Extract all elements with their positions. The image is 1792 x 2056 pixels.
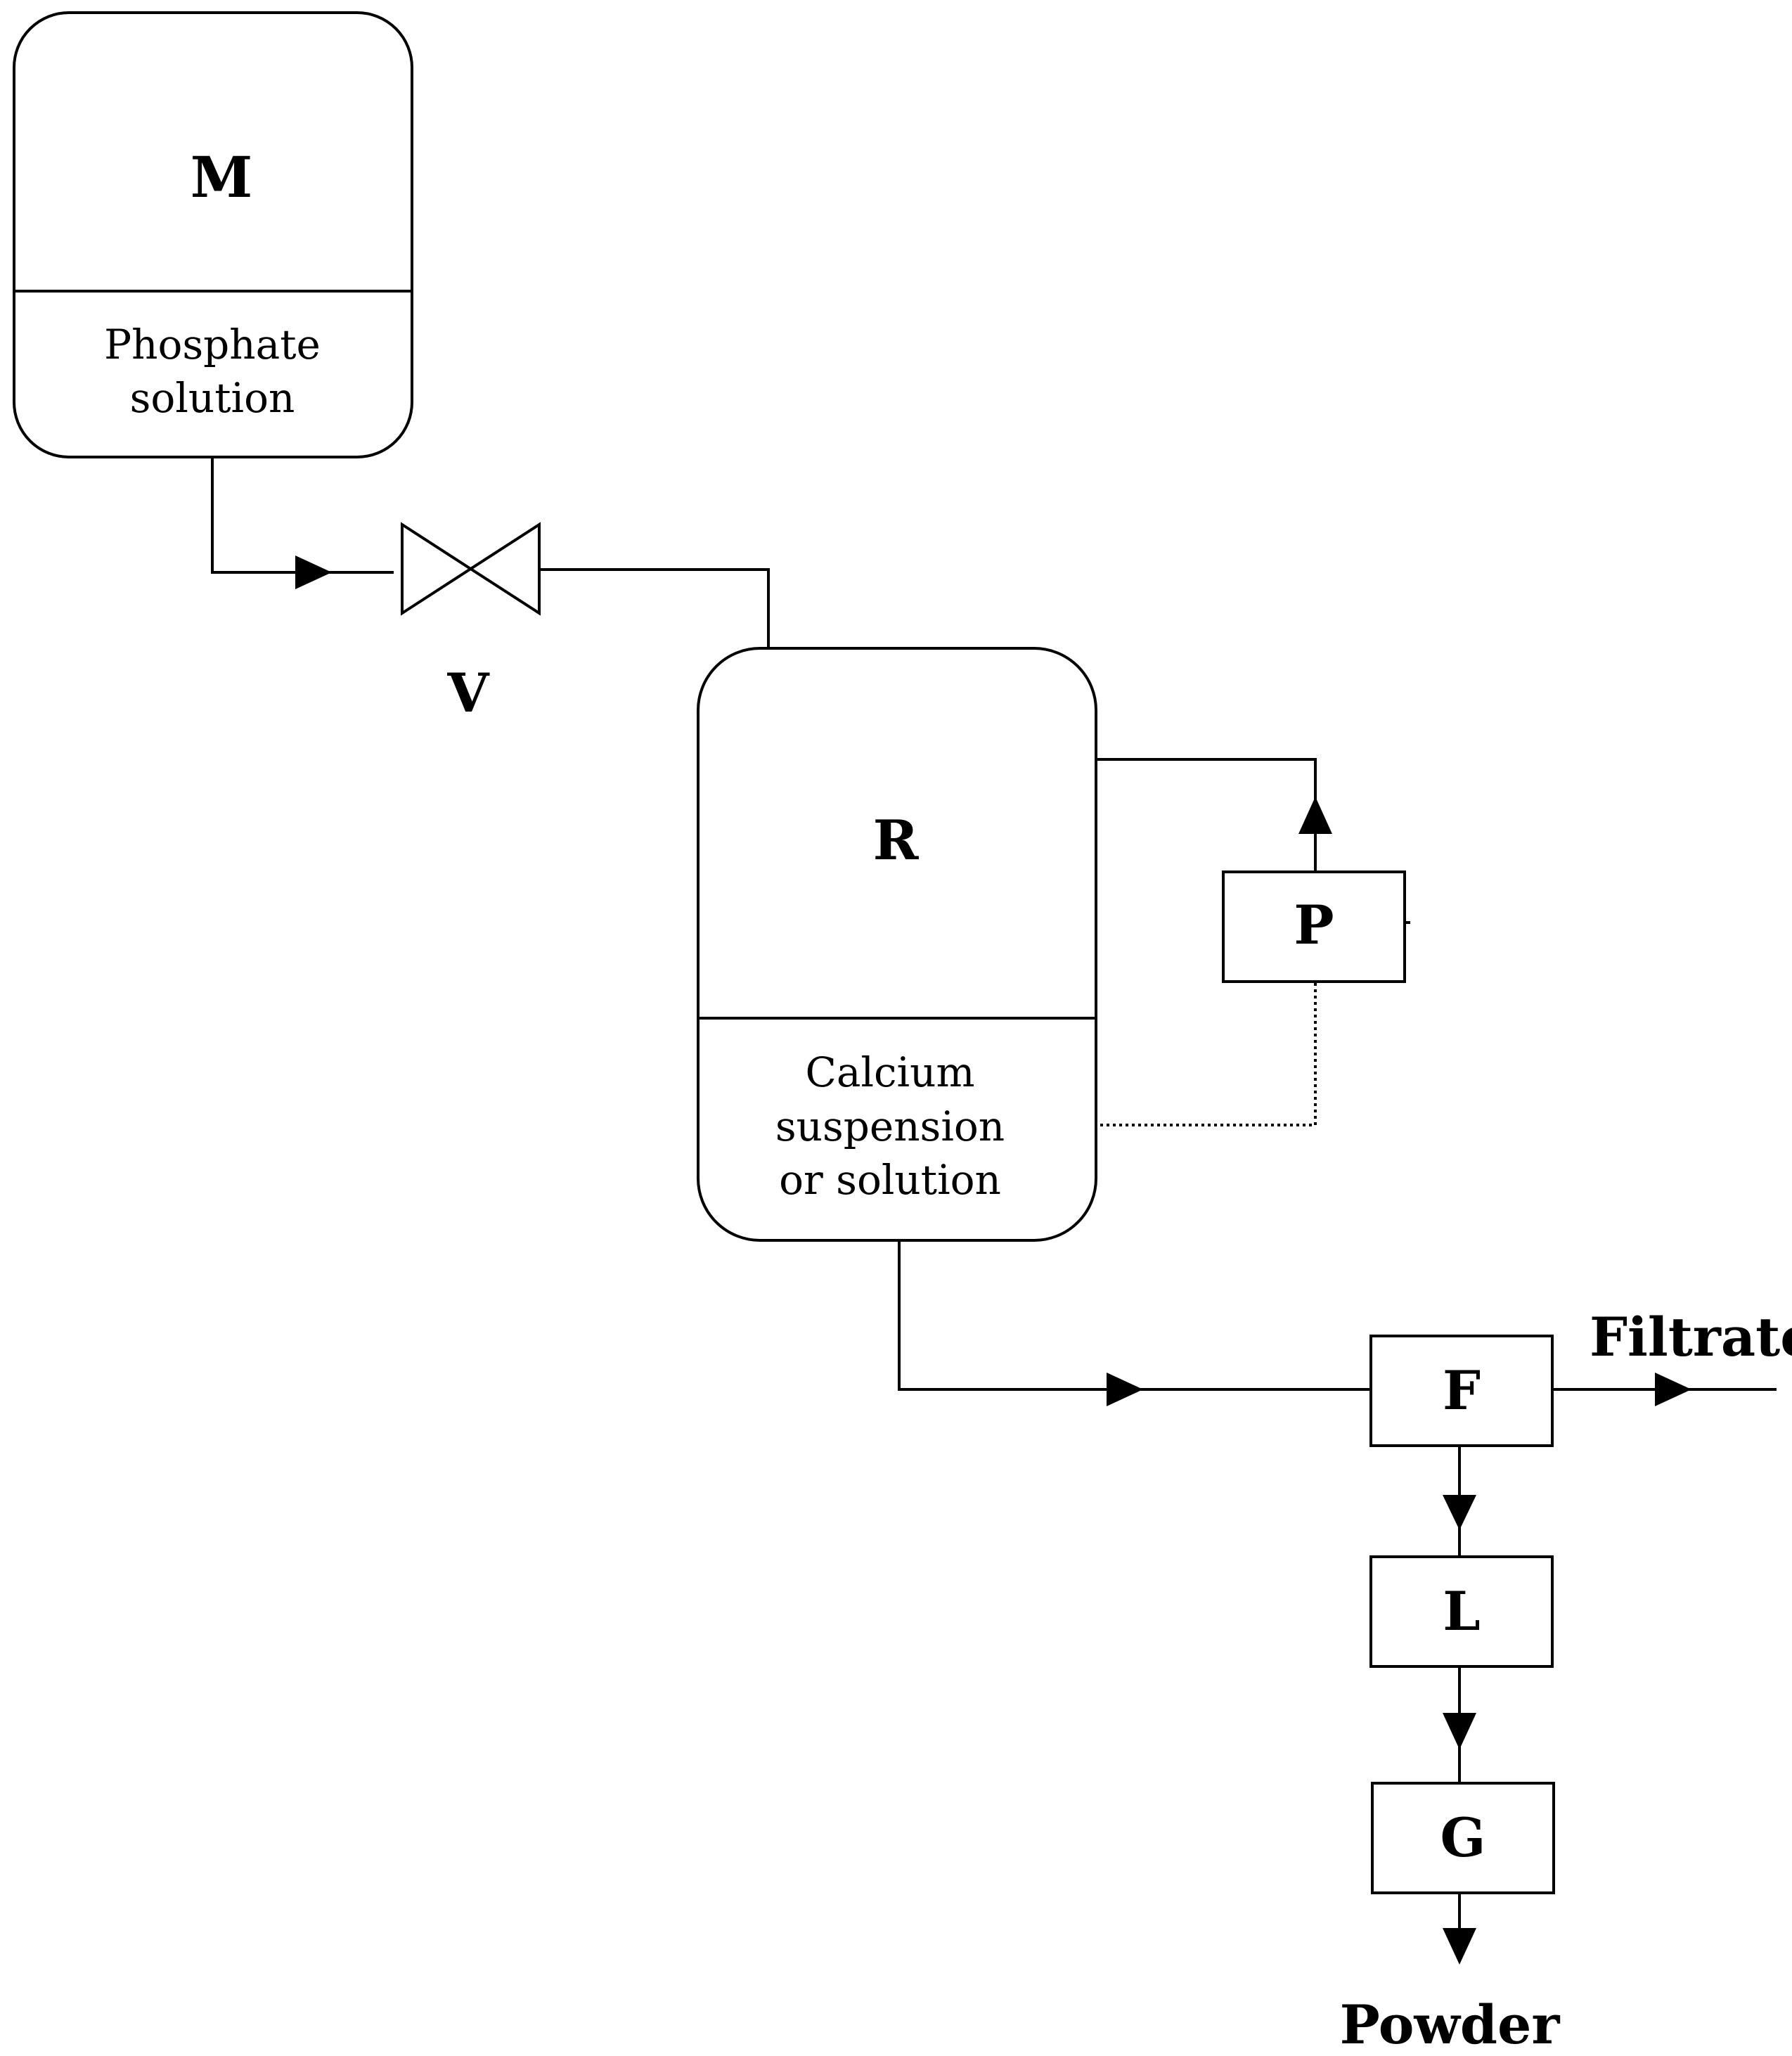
filtrate-label: Filtrate xyxy=(1590,1306,1792,1368)
unit-l-label: L xyxy=(1443,1580,1480,1643)
reactor-content-line3: or solution xyxy=(779,1156,1001,1204)
unit-l: L xyxy=(1369,1555,1554,1668)
flow-arrow-pump-up xyxy=(1298,797,1332,834)
pipe-m-to-valve xyxy=(211,458,394,574)
tank-m: M Phosphate solution xyxy=(13,11,413,458)
pump-p: P xyxy=(1222,870,1410,983)
pump-suction-dotted-line xyxy=(1097,983,1317,1126)
pipe-reactor-to-filter xyxy=(898,1242,1371,1391)
flow-arrow-filter-to-l xyxy=(1443,1495,1476,1530)
flow-arrow-l-to-g xyxy=(1443,1713,1476,1749)
filter-body xyxy=(1369,1335,1554,1447)
flow-arrow-reactor-to-filter xyxy=(1107,1373,1143,1406)
valve-v: V xyxy=(401,522,541,724)
unit-g-label: G xyxy=(1440,1806,1486,1869)
filter-f: F xyxy=(1369,1335,1554,1447)
reactor-content-line1: Calcium xyxy=(806,1048,975,1096)
reactor-label: R xyxy=(873,809,920,873)
valve-symbol xyxy=(401,522,541,616)
pipe-valve-to-reactor xyxy=(541,568,770,648)
filter-label: F xyxy=(1443,1359,1481,1422)
pump-label: P xyxy=(1294,894,1334,956)
tank-m-body xyxy=(13,11,413,458)
reactor-body xyxy=(697,647,1097,1242)
reactor-content-line2: suspension xyxy=(775,1103,1005,1150)
tank-m-content-line2: solution xyxy=(130,374,295,422)
unit-g-body xyxy=(1371,1782,1555,1894)
valve-label: V xyxy=(447,662,491,724)
unit-l-body xyxy=(1369,1555,1554,1668)
reactor-r: R Calcium suspension or solution xyxy=(697,647,1097,1242)
tank-m-label: M xyxy=(191,144,253,210)
flow-arrow-filtrate xyxy=(1655,1373,1691,1406)
flow-arrow-m-to-valve xyxy=(295,555,332,589)
unit-g: G xyxy=(1371,1782,1555,1894)
pump-body xyxy=(1222,870,1406,983)
tank-m-content-line1: Phosphate xyxy=(104,321,321,368)
flow-arrow-powder xyxy=(1443,1928,1476,1965)
powder-label: Powder xyxy=(1340,1993,1561,2056)
pipe-pump-return xyxy=(1097,758,1317,870)
